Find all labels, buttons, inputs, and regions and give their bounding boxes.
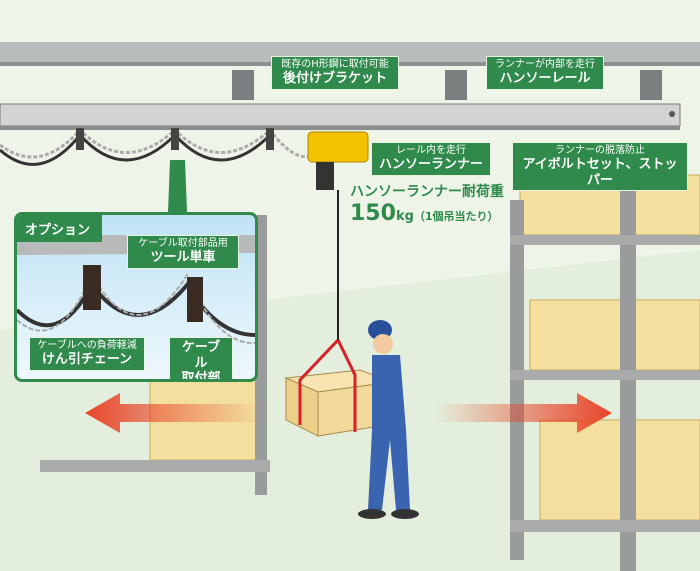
rail-label-main: ハンソーレール [499,71,591,86]
trolley-label: ケーブル取付部品用 ツール単車 [127,235,239,269]
tool-trolleys [76,128,274,150]
left-arrow [85,393,260,433]
chain-label-main: けん引チェーン [41,352,133,367]
load-capacity-title: ハンソーランナー耐荷重 [350,184,504,200]
chain-label-sub: ケーブルへの負荷軽減 [37,340,137,351]
fitting-label-line1: ケーブル [181,340,221,371]
bracket-label: 既存のH形鋼に取付可能 後付けブラケット [271,56,399,90]
hanso-rail [0,103,681,127]
rail-label-sub: ランナーが内部を走行 [495,59,595,70]
option-title: オプション [17,215,103,242]
option-panel: オプション ケーブル取付部品用 ツール単車 ケーブルへの負荷軽減 けん引チェーン… [14,212,258,382]
fitting-label-line2: 取付部品 [181,371,221,382]
runner-label: レール内を走行 ハンソーランナー [371,142,491,176]
runner-label-main: ハンソーランナー [378,157,483,172]
bracket-label-main: 後付けブラケット [282,71,387,86]
stopper-label: ランナーの脱落防止 アイボルトセット、ストッパー [512,142,688,192]
stopper-label-main: アイボルトセット、ストッパー [522,157,678,188]
worker [358,320,419,519]
runner-label-sub: レール内を走行 [396,145,466,156]
electric-hoist [307,131,369,163]
stopper-label-sub: ランナーの脱落防止 [555,145,645,156]
trolley-label-sub: ケーブル取付部品用 [138,238,228,249]
trolley-label-main: ツール単車 [150,250,216,265]
bracket [232,70,662,100]
load-capacity-unit: kg [395,209,414,224]
load-capacity: ハンソーランナー耐荷重 150kg（1個吊当たり） [350,181,504,226]
chain-label: ケーブルへの負荷軽減 けん引チェーン [29,337,145,371]
right-arrow [435,393,612,433]
bracket-label-sub: 既存のH形鋼に取付可能 [281,59,389,70]
load-capacity-value: 150 [350,201,396,226]
stopper [669,111,675,117]
fitting-label: ケーブル 取付部品 [169,337,233,382]
rail-label: ランナーが内部を走行 ハンソーレール [486,56,604,90]
load-capacity-note: （1個吊当たり） [413,210,499,223]
